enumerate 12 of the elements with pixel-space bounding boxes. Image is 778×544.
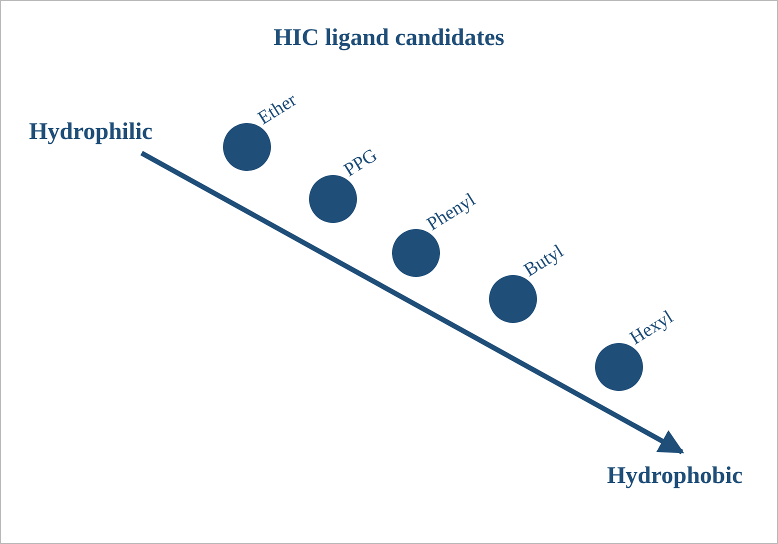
ligand-circle: [595, 343, 643, 391]
ligand-circle: [489, 275, 537, 323]
title: HIC ligand candidates: [272, 25, 506, 52]
axis-end-label: Hydrophilic: [29, 119, 153, 146]
arrow: [140, 150, 684, 454]
ligand-label: PPG: [340, 144, 382, 182]
ligand-label: Butyl: [520, 240, 568, 282]
ligand-circle: [309, 175, 357, 223]
axis-end-label: Hydrophobic: [607, 463, 743, 490]
ligand-circle: [223, 123, 271, 171]
ligand-label: Ether: [254, 90, 301, 130]
ligand-circle: [392, 229, 440, 277]
